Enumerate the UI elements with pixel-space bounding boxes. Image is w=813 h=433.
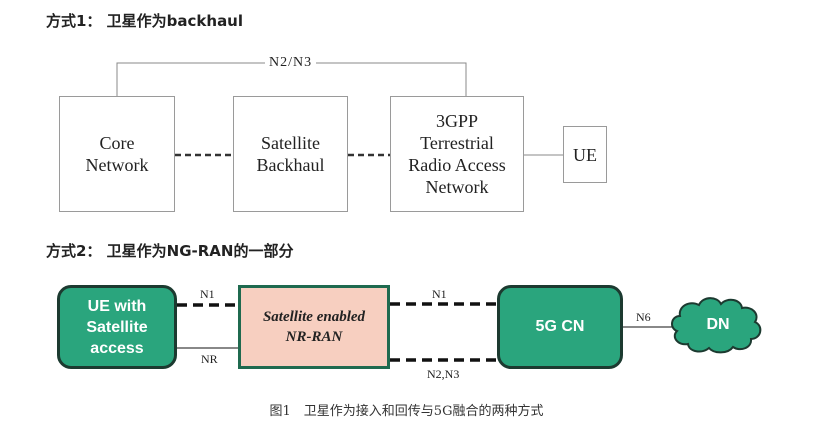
nr-label: NR <box>201 352 218 366</box>
ue-with-satellite-box: UE with Satellite access <box>57 285 177 369</box>
5g-cn-box: 5G CN <box>497 285 623 369</box>
satellite-backhaul-box: Satellite Backhaul <box>233 96 348 212</box>
ue-box: UE <box>563 126 607 183</box>
section-1-title: 方式1： 卫星作为backhaul <box>46 12 244 30</box>
n6-label: N6 <box>636 310 651 324</box>
terrestrial-ran-box: 3GPP Terrestrial Radio Access Network <box>390 96 524 212</box>
n2n3-link-label: N2/N3 <box>265 55 317 71</box>
core-network-box: Core Network <box>59 96 175 212</box>
dn-label: DN <box>706 316 730 333</box>
n1-right-label: N1 <box>432 287 447 301</box>
n1-left-label: N1 <box>200 287 215 301</box>
figure-caption: 图1 卫星作为接入和回传与5G融合的两种方式 <box>269 404 544 419</box>
satellite-nr-ran-box: Satellite enabled NR-RAN <box>238 285 390 369</box>
n2n3-label: N2,N3 <box>427 367 460 381</box>
section-2-title: 方式2： 卫星作为NG-RAN的一部分 <box>46 242 294 260</box>
dn-cloud-icon <box>671 297 762 354</box>
